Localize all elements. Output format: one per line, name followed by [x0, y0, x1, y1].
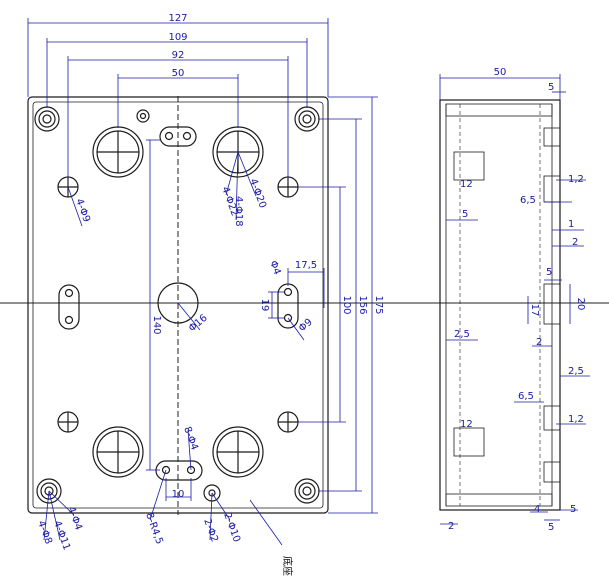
- side-dim-rib-bottom: 12: [460, 419, 473, 430]
- side-dim-center-20: 20: [575, 298, 586, 311]
- side-dimensions: [439, 74, 590, 525]
- side-dim-gap-2: 2: [572, 237, 578, 248]
- front-view: [27, 96, 329, 514]
- callout-slot-length: 19: [259, 299, 270, 312]
- dim-overall-width: 127: [168, 13, 187, 24]
- mount-hole-lower-left: [57, 411, 79, 433]
- centerlines: [0, 96, 609, 515]
- knockout-top-left: [92, 126, 144, 178]
- side-dim-bottom-2: 2: [448, 521, 454, 532]
- side-step-bottom: [543, 405, 561, 431]
- callout-corner-d4: 4-Φ4: [65, 505, 84, 532]
- side-dim-step-top-offset: 6,5: [520, 195, 536, 206]
- top-small-hole: [136, 109, 150, 123]
- callout-center-hole: Φ16: [187, 313, 210, 335]
- side-rib-top: [453, 151, 485, 181]
- mount-hole-lower-right: [277, 411, 299, 433]
- side-dim-bottom-5a: 5: [548, 522, 554, 533]
- side-dim-width: 50: [494, 67, 507, 78]
- side-dim-step-bottom: 1,2: [568, 414, 584, 425]
- callout-pin-spacing: 10: [172, 489, 185, 500]
- side-dim-center-5: 5: [546, 267, 552, 278]
- callout-slot-offset: 17,5: [295, 260, 317, 271]
- side-view: [439, 99, 561, 511]
- side-step-top: [543, 127, 561, 147]
- dim-outer-hole-width: 109: [168, 32, 187, 43]
- dim-outer-hole-height: 156: [357, 295, 368, 314]
- slot-bottom-center: [155, 460, 203, 481]
- side-center-boss: [543, 283, 561, 325]
- callout-corner-d8: 4-Φ8: [35, 519, 54, 546]
- corner-hole-top-right: [294, 106, 320, 132]
- callout-boss-d10: 2-Φ10: [221, 511, 242, 543]
- callout-knockout-inner: 4-Φ20: [247, 177, 268, 209]
- side-top-rail: [445, 103, 553, 117]
- knockout-bottom-right: [212, 426, 264, 478]
- side-dim-step-bottom-offset: 6,5: [518, 391, 534, 402]
- side-dim-wall: 5: [462, 209, 468, 220]
- side-dim-gap-2b: 2: [536, 337, 542, 348]
- corner-hole-top-left: [34, 106, 60, 132]
- dim-knockout-height: 140: [151, 315, 162, 334]
- side-bottom-rail: [445, 493, 553, 507]
- knockout-bottom-left: [92, 426, 144, 478]
- side-step-bottom-lower: [543, 461, 561, 483]
- dim-slot-hole-width: 92: [172, 50, 185, 61]
- center-hole: [157, 282, 199, 324]
- side-dim-wall-lower: 2,5: [454, 329, 470, 340]
- bottom-label: 底座: [281, 556, 294, 576]
- corner-hole-bottom-right: [294, 478, 320, 504]
- slot-left: [58, 284, 80, 330]
- side-rib-bottom: [453, 427, 485, 457]
- slot-right: [277, 283, 299, 329]
- dim-slot-hole-height: 100: [341, 295, 352, 314]
- side-outline: [439, 99, 561, 511]
- callout-boss-d2: 2-Φ2: [201, 517, 220, 544]
- callout-mount-hole: 4-Φ9: [73, 197, 92, 224]
- side-dim-step-top: 1,2: [568, 174, 584, 185]
- callout-slot-width: Φ9: [297, 317, 315, 335]
- enclosure-inner-outline: [32, 101, 324, 509]
- side-dim-right-2-5: 2,5: [568, 366, 584, 377]
- side-dim-rib-top: 12: [460, 179, 473, 190]
- side-dimension-texts: 50 5 12 1,2 6,5 5 1 2 5 17 20 2,5 2 2,5 …: [448, 67, 586, 533]
- side-dim-gap-1: 1: [568, 219, 574, 230]
- side-dim-bottom-5b: 5: [570, 504, 576, 515]
- dim-knockout-width: 50: [172, 68, 185, 79]
- mount-hole-upper-right: [277, 176, 299, 198]
- callout-pin-ring: 8-R4,5: [143, 511, 165, 546]
- corner-hole-bottom-left: [36, 478, 62, 504]
- callout-pin-holes: 8-Φ4: [181, 425, 200, 452]
- side-dim-bottom-4: 4: [534, 504, 540, 515]
- callout-knockout-mid: 4-Φ18: [233, 196, 244, 227]
- slot-top-center: [159, 126, 197, 147]
- callout-corner-d11: 4-Φ11: [51, 519, 72, 551]
- enclosure-outline: [27, 96, 329, 514]
- front-dimensions: [27, 18, 378, 546]
- side-dim-center-17: 17: [529, 304, 540, 317]
- dim-overall-height: 175: [373, 295, 384, 314]
- callout-slot-hole: Φ4: [267, 259, 282, 276]
- side-dim-top-lip: 5: [548, 82, 554, 93]
